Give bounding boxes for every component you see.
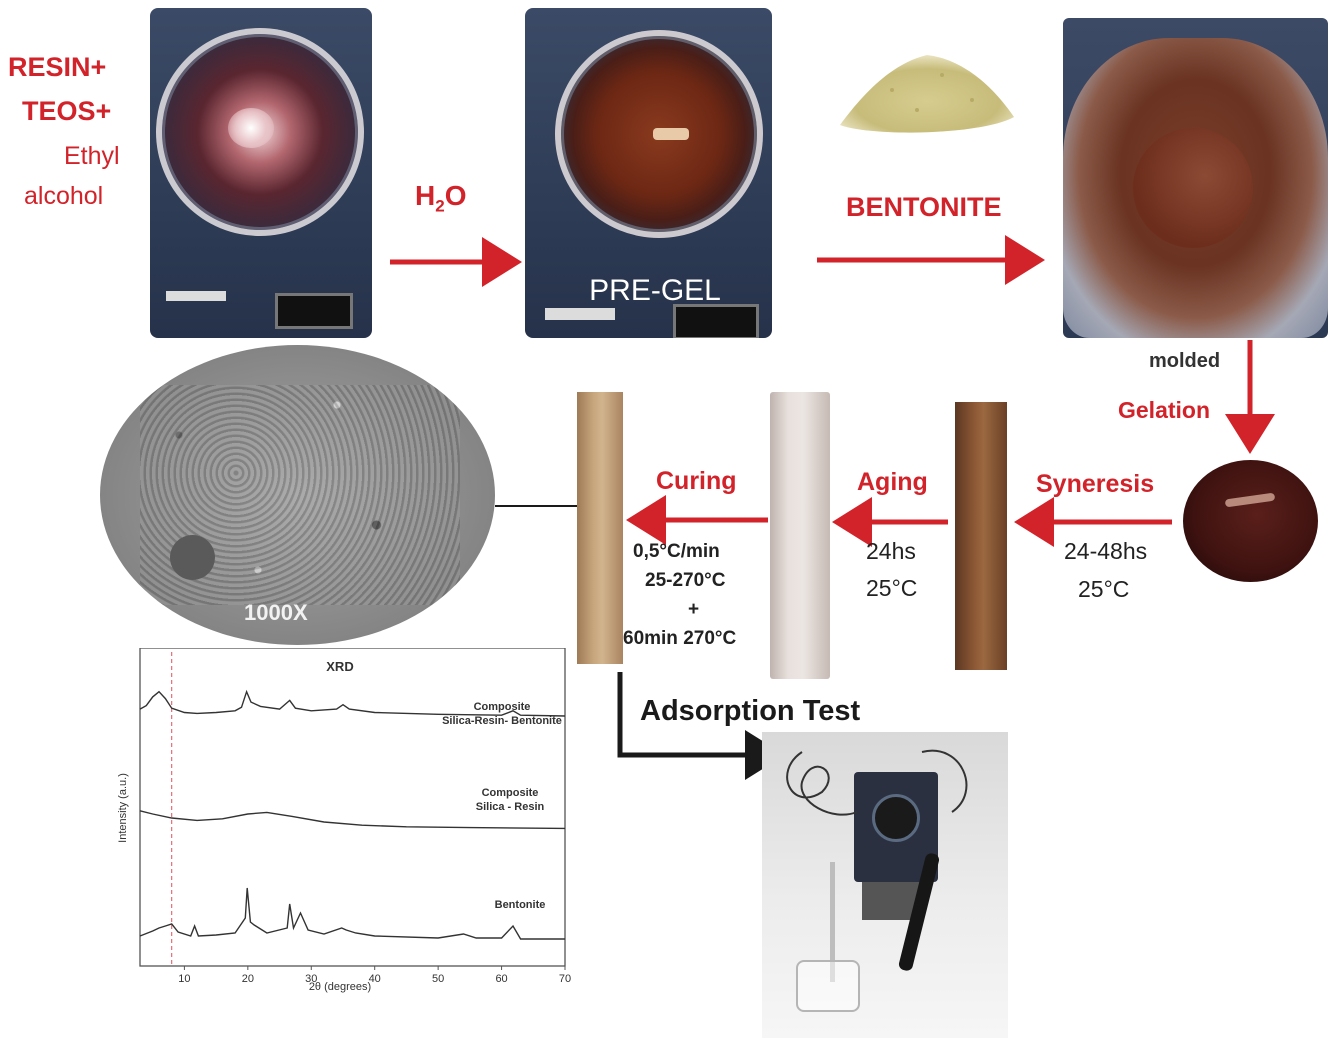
sem-image: 1000X [100, 345, 495, 645]
xrd-xtick-label: 70 [559, 973, 571, 985]
xrd-title: XRD [326, 659, 353, 674]
xrd-chart: XRD Intensity (a.u.) 2θ (degrees) 10 20 30… [110, 648, 580, 1000]
xrd-ylabel: Intensity (a.u.) [117, 773, 129, 843]
sem-magnification: 1000X [244, 600, 308, 626]
xrd-xtick-label: 20 [242, 973, 254, 985]
syneresis-label: Syneresis [1036, 470, 1154, 499]
xrd-series-label: Composite [482, 787, 539, 799]
syneresis-time: 24-48hs [1064, 538, 1147, 565]
curing-range: 25-270°C [645, 570, 725, 592]
xrd-xtick-label: 40 [369, 973, 381, 985]
rod-syneresis [955, 402, 1007, 670]
adsorption-label: Adsorption Test [640, 695, 860, 728]
aging-label: Aging [857, 468, 928, 497]
rod-curing [577, 392, 623, 664]
tubing [762, 732, 1008, 1038]
xrd-xlabel: 2θ (degrees) [309, 981, 371, 993]
sem-particle [170, 535, 215, 580]
xrd-series-label: Bentonite [495, 899, 546, 911]
curing-plus: + [688, 599, 699, 621]
gel-highlight [1225, 493, 1276, 508]
xrd-series-label: Silica - Resin [476, 801, 545, 813]
syneresis-temp: 25°C [1078, 576, 1129, 603]
curing-hold: 60min 270°C [623, 628, 736, 650]
xrd-series-label: Silica-Resin- Bentonite [442, 715, 562, 727]
curing-rate: 0,5°C/min [633, 541, 720, 563]
aging-temp: 25°C [866, 575, 917, 602]
xrd-series-label: Composite [474, 701, 531, 713]
rod-aging [770, 392, 830, 679]
xrd-xtick-label: 10 [178, 973, 190, 985]
xrd-xtick-label: 30 [305, 973, 317, 985]
aging-time: 24hs [866, 538, 916, 565]
xrd-xtick-label: 60 [495, 973, 507, 985]
adsorption-setup-photo [762, 732, 1008, 1038]
xrd-xtick-label: 50 [432, 973, 444, 985]
curing-label: Curing [656, 467, 737, 496]
gel-disk-photo [1183, 460, 1318, 582]
